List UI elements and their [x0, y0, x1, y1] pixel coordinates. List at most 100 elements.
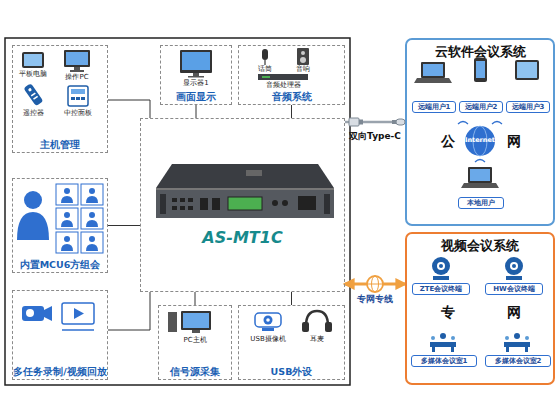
remote-icon-part — [28, 88, 32, 92]
usb-plug-icon-part — [359, 120, 363, 125]
usb-camera-icon-part — [266, 318, 270, 322]
pc-host-icon-part — [183, 313, 209, 328]
monitor-icon-part — [182, 52, 210, 70]
device-chassis-part — [188, 198, 193, 202]
meeting-room-icon-part — [506, 347, 509, 352]
connector — [108, 292, 150, 330]
device-chassis — [156, 164, 334, 218]
caption-label: 网 — [474, 133, 554, 149]
terminal-icon-part — [437, 262, 445, 270]
laptop-icon — [461, 167, 499, 188]
speaker-icon-part — [301, 51, 305, 55]
caption-label: 专 — [408, 304, 488, 320]
panel-icon-part — [71, 89, 85, 94]
device-chassis-part — [212, 198, 220, 210]
camcorder-icon — [22, 306, 52, 321]
audio-processor-icon — [258, 74, 308, 80]
node-text: AS-MT1C — [141, 229, 344, 247]
node-text: 内置MCU6方组会 — [13, 259, 107, 270]
node-text: 本地用户 — [459, 198, 503, 208]
meeting-room-icon-part — [430, 342, 456, 347]
device-chassis-part — [180, 206, 185, 210]
node-text: 多任务录制/视频回放 — [13, 366, 107, 377]
group-box: 主机管理 — [12, 45, 108, 153]
meeting-room-icon-part — [525, 347, 528, 352]
audio-processor-icon-part — [262, 76, 270, 78]
group-box: 画面显示 — [160, 45, 232, 105]
device-chassis-part — [188, 206, 193, 210]
node-text: ZTE会议终端 — [413, 284, 469, 294]
system-box: 视频会议系统ZTE会议终端HW会议终端多媒体会议室1多媒体会议室2 — [405, 232, 555, 385]
device-chassis-part — [156, 188, 334, 218]
pc-host-icon-part — [192, 330, 200, 333]
speaker-icon — [297, 48, 309, 65]
tablet-icon-part — [22, 52, 44, 68]
system-box: 云软件会议系统远端用户1 远端用户2 远端用户3 本地用户 — [405, 38, 555, 226]
headset-icon — [302, 311, 332, 332]
network-globe-icon — [367, 276, 383, 292]
pc-host-icon — [168, 311, 211, 333]
mcu-icon-part — [61, 220, 73, 227]
usb-camera-icon-part — [264, 316, 273, 325]
node-text: 信号源采集 — [159, 366, 231, 377]
terminal-icon-part — [439, 264, 443, 268]
mcu-icon-part — [81, 232, 103, 253]
tablet-icon-part — [517, 62, 537, 78]
mcu-icon-part — [56, 208, 78, 229]
panel-icon-part — [68, 86, 88, 106]
meeting-room-icon-part — [431, 336, 435, 340]
mcu-icon-part — [81, 184, 103, 205]
headset-icon-part — [306, 311, 328, 326]
node-text: 云软件会议系统 — [407, 44, 553, 59]
mcu-icon-part — [86, 196, 98, 203]
pc-icon-part — [70, 70, 84, 72]
meeting-room-icon — [430, 333, 456, 352]
mcu-icon-part — [64, 212, 70, 218]
panel-icon-part — [81, 97, 85, 100]
connector — [108, 225, 140, 226]
typec-plug-icon — [392, 119, 405, 125]
terminal-icon-part — [505, 257, 523, 275]
room-tag: 多媒体会议室1 — [411, 355, 477, 367]
caption-label: 耳麦 — [277, 335, 357, 344]
pc-icon-part — [66, 52, 88, 65]
network-globe-icon-part — [372, 276, 379, 292]
node-text: 远端用户1 — [413, 102, 455, 112]
network-globe-icon-part — [367, 276, 383, 292]
usb-camera-icon-part — [255, 313, 281, 327]
meeting-room-icon-part — [525, 336, 529, 340]
connector — [108, 100, 150, 118]
caption-label: 平板电脑 — [0, 70, 73, 79]
audio-processor-icon-part — [258, 74, 308, 80]
meeting-room-icon-part — [432, 347, 435, 352]
phone-icon-part — [474, 58, 487, 82]
node-text: USB外设 — [239, 366, 344, 377]
pc-icon-part — [74, 67, 80, 70]
node-text: 远端用户2 — [460, 102, 502, 112]
pc-icon — [64, 50, 90, 72]
terminal-icon-part — [512, 264, 516, 268]
group-box: 多任务录制/视频回放 — [12, 290, 108, 380]
connector — [196, 105, 197, 118]
mcu-icon-part — [86, 244, 98, 251]
edge-label: 专网专线 — [335, 294, 415, 305]
terminal-icon-part — [506, 276, 522, 280]
device-box: AS-MT1C — [140, 118, 345, 292]
terminal-icon-part — [433, 276, 449, 280]
node-text: 远端用户3 — [507, 102, 549, 112]
device-chassis-part — [298, 196, 316, 210]
typec-plug-icon-part — [392, 120, 396, 124]
device-chassis-part — [324, 194, 330, 214]
mcu-icon-part — [17, 212, 49, 240]
tablet-icon — [515, 60, 539, 80]
node-text: 视频会议系统 — [407, 238, 553, 253]
terminal-icon — [432, 257, 450, 280]
monitor-icon-part — [180, 50, 212, 73]
terminal-icon — [505, 257, 523, 280]
player-icon-part — [74, 308, 84, 319]
terminal-icon-part — [510, 262, 518, 270]
remote-icon-part — [33, 96, 38, 100]
user-tag: 本地用户 — [458, 197, 504, 209]
